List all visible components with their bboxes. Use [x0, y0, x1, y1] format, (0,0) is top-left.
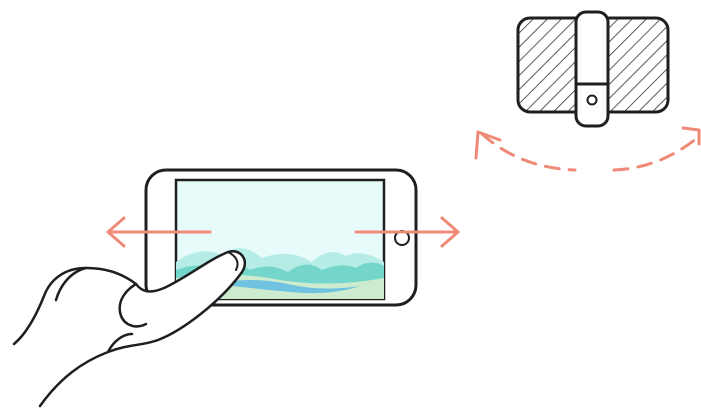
- gimbal-icon: [518, 12, 668, 126]
- hand-icon: [14, 251, 245, 406]
- curved-dashed-arrows-icon: [476, 128, 699, 170]
